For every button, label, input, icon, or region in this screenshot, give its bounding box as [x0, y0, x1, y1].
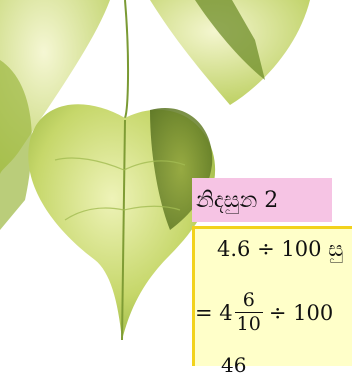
- fraction-numerator: 6: [242, 289, 255, 311]
- expression-line-2: = 4 6 10 ÷ 100: [195, 291, 333, 334]
- expression-line-3-partial: 46: [221, 353, 247, 377]
- example-content-box: 4.6 ÷ 100 සු = 4 6 10 ÷ 100 46: [192, 226, 352, 377]
- expression-line-1: 4.6 ÷ 100 සු: [217, 237, 344, 261]
- division-part: ÷ 100: [268, 300, 334, 325]
- example-title: නිදසුන 2: [192, 178, 332, 222]
- example-title-text: නිදසුන 2: [196, 187, 279, 213]
- fraction-denominator: 10: [234, 312, 263, 335]
- whole-number: = 4: [195, 300, 233, 325]
- fraction: 6 10: [234, 289, 263, 335]
